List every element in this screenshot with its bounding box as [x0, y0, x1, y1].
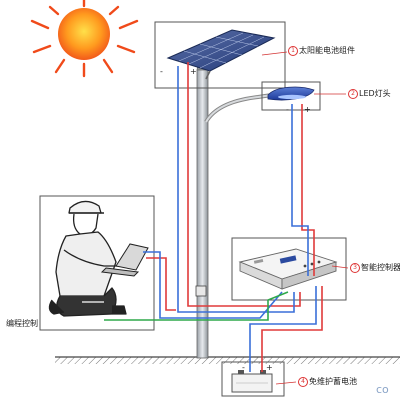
battery-frame: [221, 361, 285, 397]
lamp-neg-mark: -: [286, 105, 289, 114]
label-controller-number: 3: [350, 263, 360, 273]
battery-icon: [231, 370, 273, 393]
label-laptop-text: 编程控制: [6, 319, 38, 328]
led-lamp-frame: [261, 81, 321, 111]
label-controller-text: 智能控制器: [361, 263, 400, 272]
leader-lines: [261, 51, 349, 385]
label-solar-panel-text: 太阳能电池组件: [299, 46, 355, 55]
label-led-lamp-text: LED灯头: [359, 89, 391, 98]
led-lamp-icon: [267, 86, 315, 101]
laptop-icon: [100, 243, 149, 277]
solar-panel-frame: [154, 21, 286, 89]
controller-frame: [231, 237, 347, 301]
solar-panel: [166, 29, 276, 80]
technician-icon: [48, 200, 127, 317]
sun-icon: [30, 0, 139, 78]
label-laptop: 编程控制: [0, 319, 38, 330]
panel-neg-mark: -: [160, 67, 163, 76]
ground: [55, 356, 400, 364]
controller-icon: [238, 248, 338, 290]
battery-neg-mark: -: [242, 363, 245, 372]
panel-pos-mark: +: [190, 67, 197, 76]
wire-solar-red: [187, 62, 301, 307]
watermark-text: co: [376, 383, 389, 396]
wire-battery-red: [261, 286, 323, 372]
battery-pos-mark: +: [266, 363, 273, 372]
wiring: [104, 62, 323, 372]
lamp-pos-mark: +: [304, 105, 311, 114]
wire-laptop-red: [146, 257, 176, 311]
label-battery-number: 4: [298, 377, 308, 387]
label-led-lamp-number: 2: [348, 89, 358, 99]
wire-solar-blue: [177, 66, 295, 313]
wire-lamp-blue: [291, 104, 309, 276]
wire-data-green: [104, 291, 289, 321]
technician-frame: [39, 195, 155, 331]
label-solar-panel-number: 1: [288, 46, 298, 56]
label-battery-text: 免维护蓄电池: [309, 377, 357, 386]
wire-battery-blue: [249, 286, 317, 372]
